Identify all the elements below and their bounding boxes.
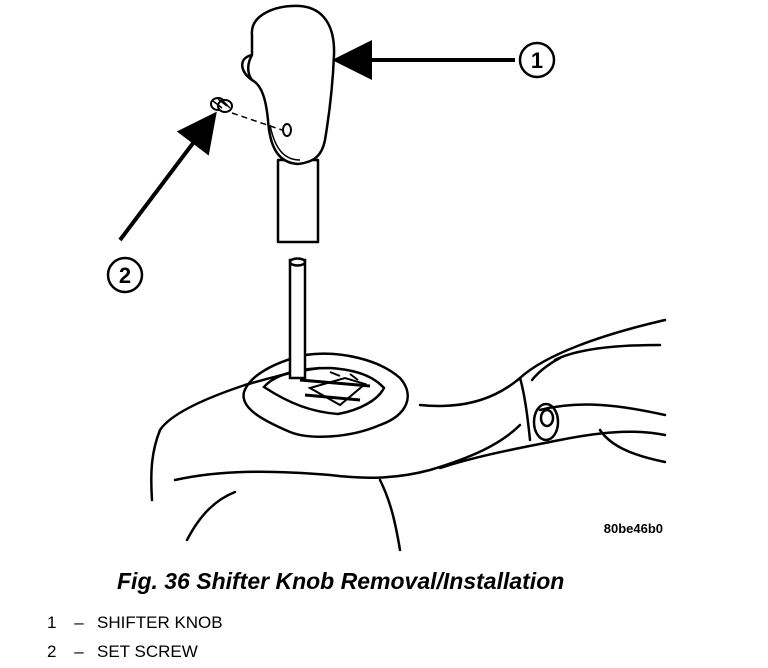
legend-item-number: 2 (47, 642, 57, 661)
legend-item-number: 1 (47, 613, 57, 632)
shifter-gate (242, 352, 409, 438)
legend-item-dash: – (74, 642, 84, 661)
figure-caption: Fig. 36 Shifter Knob Removal/Installatio… (117, 568, 565, 594)
callout-1-number: 1 (531, 48, 543, 73)
set-screw (210, 97, 233, 113)
callout-1: 1 (518, 41, 556, 79)
legend: 1–SHIFTER KNOB 2–SET SCREW (47, 608, 223, 666)
shifter-knob (241, 4, 336, 244)
legend-item-label: SHIFTER KNOB (97, 613, 223, 632)
shift-lever-shaft (288, 257, 307, 380)
alignment-line (231, 112, 283, 131)
legend-item: 1–SHIFTER KNOB (47, 608, 223, 637)
console-bolt (532, 402, 560, 442)
center-console (150, 318, 667, 552)
figure-code: 80be46b0 (604, 521, 663, 536)
legend-item: 2–SET SCREW (47, 637, 223, 666)
callout-2-number: 2 (119, 263, 131, 288)
callout-2: 2 (106, 256, 144, 294)
leader-arrow-2 (118, 111, 217, 242)
legend-item-label: SET SCREW (97, 642, 198, 661)
legend-item-dash: – (74, 613, 84, 632)
